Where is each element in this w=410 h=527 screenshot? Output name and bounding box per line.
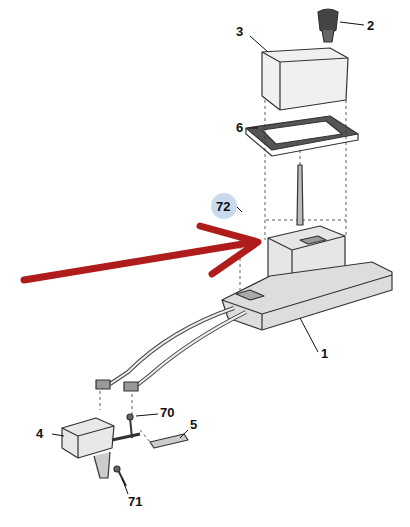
callout-number: 4 — [36, 427, 43, 440]
pointer-arrow — [24, 226, 258, 280]
callout-number: 6 — [236, 121, 243, 134]
callout-number: 70 — [160, 406, 174, 419]
callout-number: 71 — [128, 495, 142, 508]
callout-number: 5 — [190, 418, 197, 431]
callout-number: 72 — [216, 200, 230, 213]
callout-number: 2 — [367, 19, 374, 32]
callout-number: 3 — [236, 25, 243, 38]
callout-number: 1 — [321, 347, 328, 360]
